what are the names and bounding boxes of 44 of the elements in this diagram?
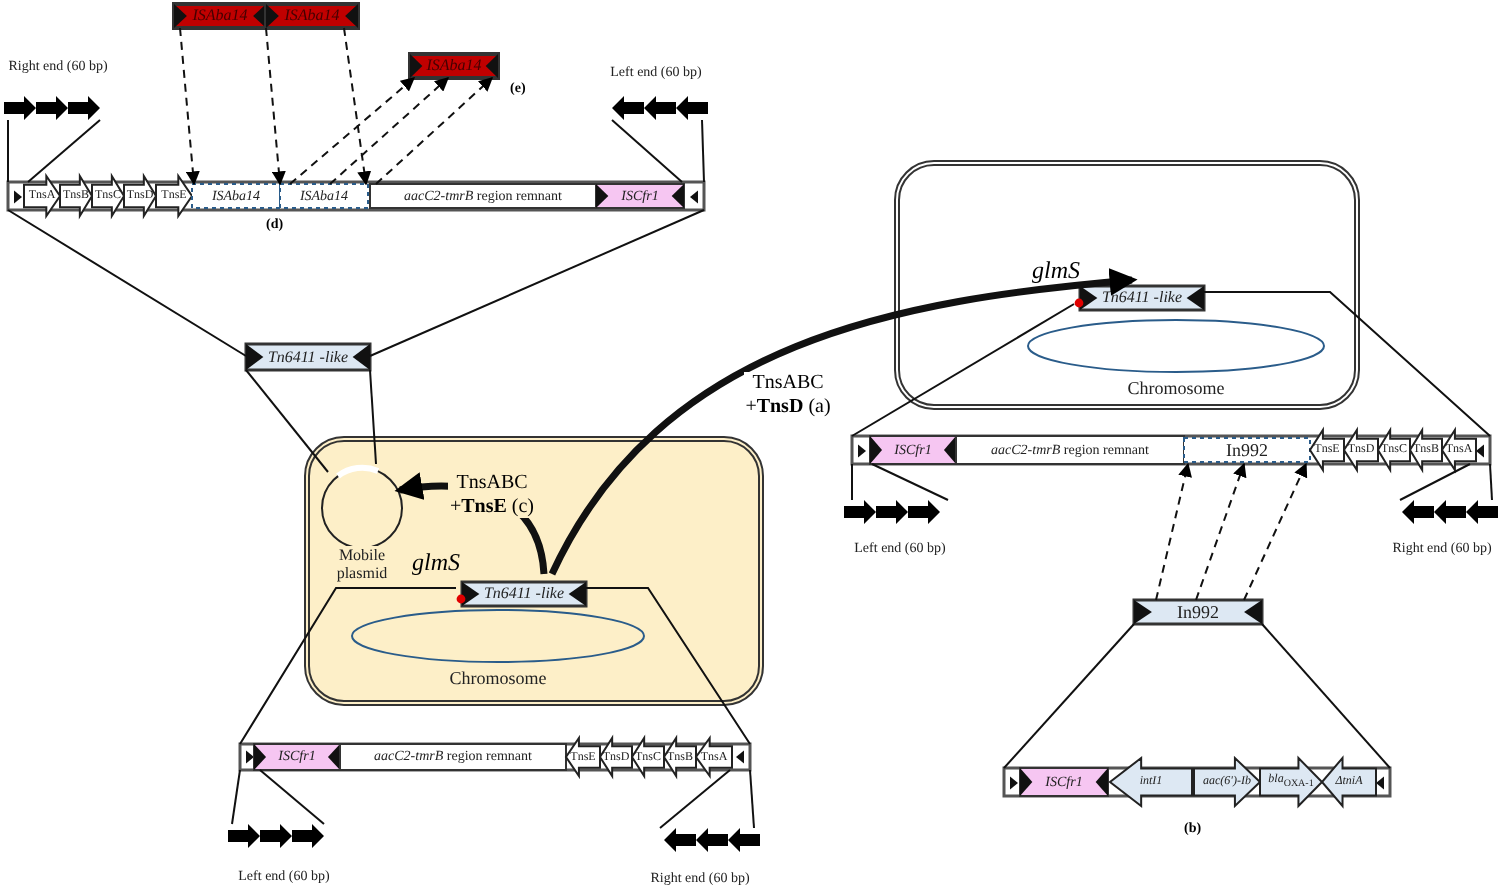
connector-line [749,769,755,829]
arrow [329,77,450,185]
connector-line [27,119,101,183]
arrow [265,27,286,186]
connector-line [1489,463,1493,501]
connector-line [245,369,329,473]
connector-line [701,119,705,183]
arrow [343,27,372,186]
connector-line [1399,463,1471,501]
insertion-site-box: In992 [1184,438,1310,462]
edge-label: TnsABC +TnsD (a) [744,372,832,418]
insertion-sequence-box: ISAba14 [266,4,358,28]
arrow [1243,462,1308,601]
connector-line [659,769,731,829]
arrow [179,27,200,186]
gene-name: glmS [412,548,460,578]
transposon-box: Tn6411 -like [462,582,586,606]
transposon-box: Tn6411 -like [1080,286,1204,310]
connector-line [851,463,853,501]
connector-line [1003,623,1135,769]
connector-line [7,209,247,357]
cell-outline [894,160,1360,410]
insertion-sequence-box: ISAba14 [174,4,266,28]
gene-name: glmS [1032,256,1080,286]
connector-line [369,209,705,357]
connector-line [369,369,377,465]
arrow [289,77,416,185]
connector-line [259,769,325,825]
edge-label: TnsABC +TnsE (c) [448,472,536,518]
connector-line [231,769,241,825]
curved-arrow [548,268,1138,576]
connector-line [611,119,683,183]
insertion-sequence-box: ISAba14 [410,54,498,78]
transposon-box: Tn6411 -like [246,344,370,370]
connector-line [239,587,457,745]
transposon-box: In992 [1134,600,1262,624]
connector-line [871,463,949,501]
arrow [1195,462,1247,601]
connector-line [1261,623,1391,769]
arrow [375,77,494,185]
connector-line [851,303,1075,437]
cell-outline [304,436,764,706]
connector-line [7,119,9,183]
arrow [1155,462,1192,601]
